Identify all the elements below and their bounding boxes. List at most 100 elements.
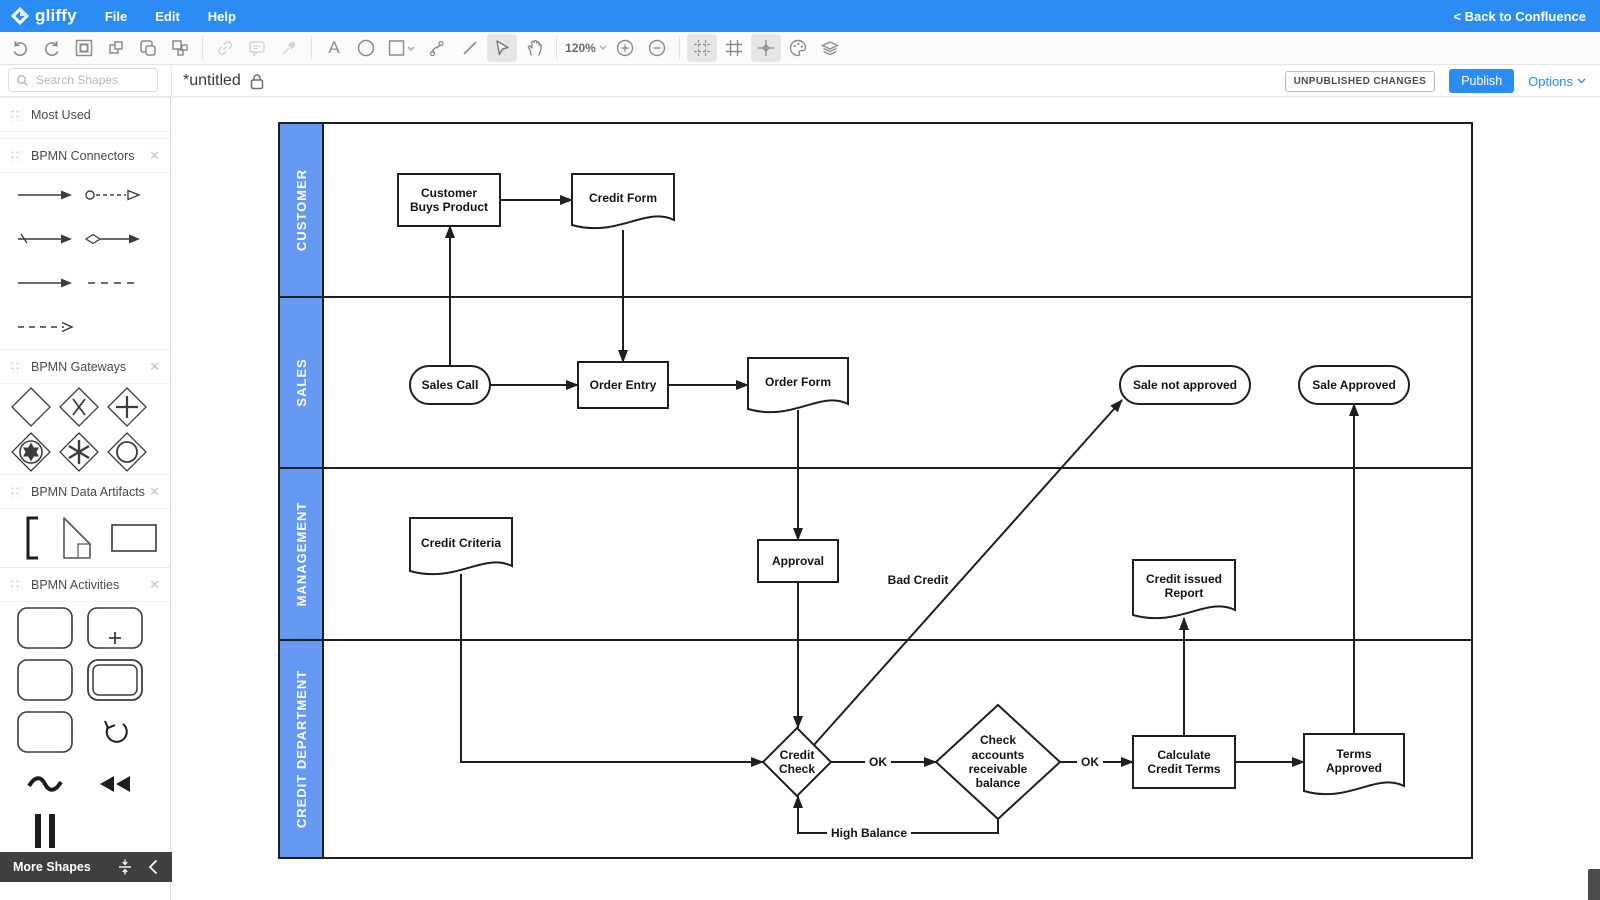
lane-label-management[interactable]	[278, 467, 324, 641]
shape-connector-sequence-flow[interactable]	[16, 276, 74, 290]
connector-badcredit-to-salenotapproved[interactable]	[812, 399, 1123, 747]
rectangle-tool-icon	[388, 40, 415, 56]
node-credit-issued-report[interactable]	[1132, 559, 1236, 620]
node-credit-check[interactable]	[761, 726, 833, 798]
redo-button[interactable]	[37, 34, 67, 62]
lane-label-sales[interactable]	[278, 296, 324, 469]
section-bpmn-connectors[interactable]: BPMN Connectors ✕	[0, 138, 170, 173]
node-check-accounts-receivable-balance[interactable]	[934, 703, 1062, 821]
shape-connector-association[interactable]	[84, 276, 142, 290]
node-sale-approved[interactable]	[1298, 365, 1410, 405]
shape-activity-transaction[interactable]	[86, 658, 144, 702]
section-bpmn-activities[interactable]: BPMN Activities ✕	[0, 567, 170, 602]
shape-artifact-annotation-rect[interactable]	[110, 523, 158, 553]
node-approval[interactable]	[757, 539, 839, 583]
publish-button[interactable]: Publish	[1449, 69, 1515, 93]
shape-connector-conditional-flow[interactable]	[84, 232, 142, 246]
shape-marker-adhoc[interactable]	[16, 774, 74, 794]
close-icon[interactable]: ✕	[149, 147, 160, 163]
node-order-form[interactable]	[747, 357, 849, 414]
section-bpmn-gateways[interactable]: BPMN Gateways ✕	[0, 349, 170, 384]
close-icon[interactable]: ✕	[149, 483, 160, 499]
menu-help[interactable]: Help	[207, 8, 236, 24]
link-button[interactable]	[210, 34, 240, 62]
bring-forward-button[interactable]	[133, 34, 163, 62]
shape-connector-solid-arrow[interactable]	[16, 188, 74, 202]
drag-handle-icon[interactable]	[10, 360, 22, 373]
drag-handle-icon[interactable]	[10, 149, 22, 162]
drag-handle-icon[interactable]	[10, 578, 22, 591]
shape-artifact-group-bracket[interactable]	[24, 515, 40, 561]
lock-icon[interactable]	[250, 73, 264, 90]
shape-marker-pause[interactable]	[16, 812, 74, 848]
zoom-out-button[interactable]	[642, 34, 672, 62]
layers-button[interactable]	[815, 34, 845, 62]
zoom-level-dropdown[interactable]: 120%	[563, 34, 609, 62]
guides-toggle-button[interactable]	[687, 34, 717, 62]
close-icon[interactable]: ✕	[149, 358, 160, 374]
node-calculate-credit-terms[interactable]	[1132, 735, 1236, 789]
menu-edit[interactable]: Edit	[155, 8, 180, 24]
text-tool-button[interactable]: A	[319, 34, 349, 62]
pan-tool-button[interactable]	[519, 34, 549, 62]
shape-marker-compensation[interactable]	[86, 774, 144, 794]
shape-tool-button[interactable]	[351, 34, 381, 62]
menu-file[interactable]: File	[104, 8, 128, 24]
shape-connector-directed-association[interactable]	[16, 320, 74, 334]
node-credit-form[interactable]	[571, 173, 675, 230]
eyedropper-button[interactable]	[274, 34, 304, 62]
node-order-entry[interactable]	[577, 361, 669, 409]
shape-gateway-complex[interactable]	[9, 430, 53, 474]
lane-label-credit-department[interactable]	[278, 639, 324, 859]
shape-connector-default-flow[interactable]	[16, 232, 74, 246]
node-terms-approved[interactable]	[1303, 733, 1405, 796]
shape-activity-task2[interactable]	[16, 658, 74, 702]
document-title[interactable]: *untitled	[183, 72, 241, 89]
drag-handle-icon[interactable]	[10, 485, 22, 498]
collapse-sidebar-chevron-icon[interactable]	[148, 859, 158, 875]
shape-artifact-data-object[interactable]	[56, 515, 94, 561]
scrollbar-corner[interactable]	[1588, 869, 1600, 900]
grid-toggle-button[interactable]	[719, 34, 749, 62]
send-backward-button[interactable]	[165, 34, 195, 62]
shape-gateway-event-based[interactable]	[105, 430, 149, 474]
options-dropdown[interactable]: Options	[1528, 74, 1586, 89]
section-bpmn-data-artifacts[interactable]: BPMN Data Artifacts ✕	[0, 474, 170, 509]
shape-activity-call[interactable]	[16, 710, 74, 754]
search-input[interactable]	[34, 72, 148, 88]
group-button[interactable]	[69, 34, 99, 62]
node-credit-criteria[interactable]	[409, 517, 513, 576]
comment-button[interactable]	[242, 34, 272, 62]
shape-gateway-exclusive[interactable]	[9, 385, 53, 429]
rectangle-tool-button[interactable]	[383, 34, 421, 62]
lane-label-customer[interactable]	[278, 122, 324, 298]
pool-frame[interactable]	[278, 122, 1473, 859]
more-shapes-bar[interactable]: More Shapes	[0, 852, 172, 882]
zoom-in-button[interactable]	[610, 34, 640, 62]
connector-tool-button[interactable]	[423, 34, 453, 62]
node-sales-call[interactable]	[409, 365, 491, 405]
shape-connector-message-flow[interactable]	[84, 188, 142, 202]
shape-activity-task[interactable]	[16, 606, 74, 650]
shape-gateway-parallel[interactable]	[105, 385, 149, 429]
close-icon[interactable]: ✕	[149, 576, 160, 592]
shape-search-box[interactable]	[8, 68, 158, 92]
gliffy-logo[interactable]: gliffy	[10, 6, 77, 26]
node-sale-not-approved[interactable]	[1119, 365, 1251, 405]
back-to-confluence-link[interactable]: < Back to Confluence	[1453, 8, 1586, 24]
connector-criteria-to-creditcheck[interactable]	[460, 574, 764, 767]
shape-marker-loop[interactable]	[86, 710, 144, 754]
select-tool-button[interactable]	[487, 34, 517, 62]
theme-button[interactable]	[783, 34, 813, 62]
shape-gateway-inclusive-star[interactable]	[57, 430, 101, 474]
ungroup-button[interactable]	[101, 34, 131, 62]
collapse-panel-icon[interactable]	[116, 858, 134, 876]
drag-handle-icon[interactable]	[10, 108, 22, 121]
undo-button[interactable]	[5, 34, 35, 62]
shape-activity-subprocess[interactable]	[86, 606, 144, 650]
line-tool-button[interactable]	[455, 34, 485, 62]
snap-toggle-button[interactable]	[751, 34, 781, 62]
section-most-used[interactable]: Most Used	[0, 97, 170, 132]
shape-gateway-exclusive-x[interactable]	[57, 385, 101, 429]
node-customer-buys-product[interactable]	[397, 173, 501, 227]
